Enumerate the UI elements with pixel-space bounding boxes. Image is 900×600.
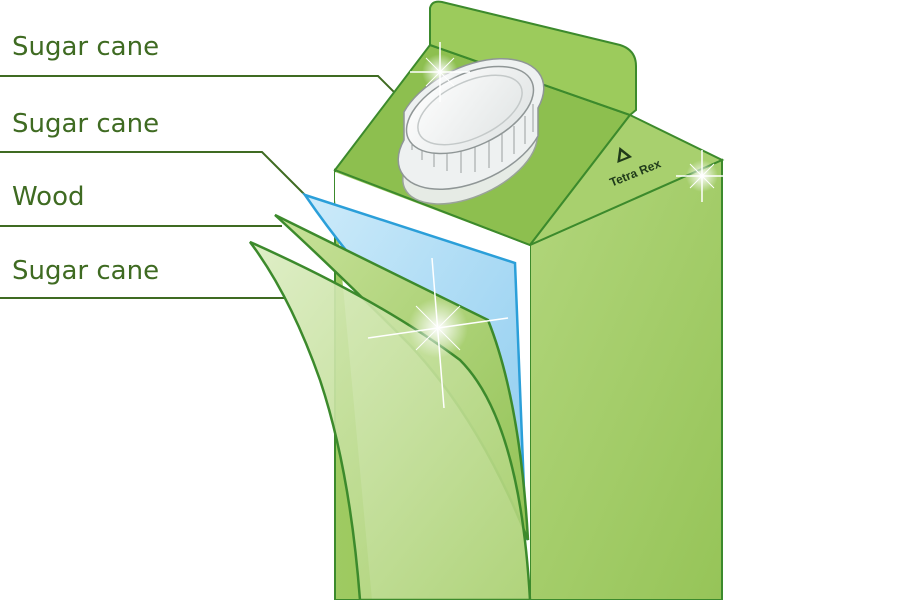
- sparkle-layers: [367, 257, 509, 409]
- layer-label-sugarcane-top: Sugar cane: [12, 32, 160, 62]
- leader-line-1: [0, 75, 413, 111]
- leader-line-2: [0, 151, 306, 196]
- layer-label-sugarcane-bottom: Sugar cane: [12, 256, 160, 286]
- cap-top-inner: [417, 74, 523, 146]
- sugarcane-outer-layer: [249, 240, 532, 600]
- sparkle-roof-edge: [676, 150, 728, 202]
- layer-label-sugarcane-second: Sugar cane: [12, 109, 160, 139]
- layer-label-wood: Wood: [12, 182, 85, 212]
- sparkle-cap: [410, 42, 470, 102]
- carton-top-fin: [429, 0, 637, 117]
- carton-roof-side: [529, 113, 725, 246]
- sparkles: [367, 42, 728, 409]
